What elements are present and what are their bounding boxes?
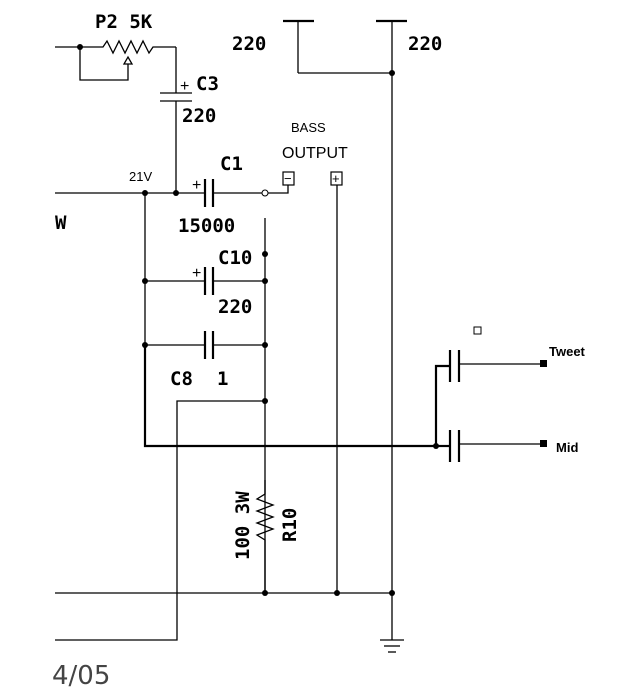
terminal-negative: −	[265, 171, 295, 194]
mid-label: Mid	[556, 440, 578, 455]
terminal-icon	[540, 360, 547, 367]
c1-plus-sign: +	[192, 177, 201, 194]
capacitor-c10	[142, 267, 268, 295]
ground-icon	[380, 639, 404, 653]
bass-label: BASS	[291, 120, 326, 135]
small-marker-square	[473, 326, 482, 335]
c10-value: 220	[218, 296, 252, 318]
negative-sign: −	[284, 171, 292, 186]
wiper-arrow-icon	[122, 55, 134, 65]
r10-label: R10	[279, 508, 301, 542]
w-fragment-label: W	[55, 212, 67, 234]
c8-label: C8	[170, 368, 193, 390]
supply-left-value: 220	[232, 33, 266, 55]
c10-label: C10	[218, 247, 252, 269]
c3-plus-sign: +	[180, 78, 189, 95]
potentiometer-p2	[55, 39, 176, 81]
resistor-icon	[255, 480, 275, 593]
resistor-r10	[255, 480, 275, 593]
positive-sign: +	[332, 171, 340, 186]
terminal-icon	[540, 440, 547, 447]
tweet-label: Tweet	[549, 344, 586, 359]
c3-label: C3	[196, 73, 219, 95]
c3-value: 220	[182, 105, 216, 127]
r10-value: 100 3W	[232, 491, 254, 560]
terminal-positive: +	[330, 171, 343, 593]
capacitor-mid	[433, 430, 547, 462]
voltage-label: 21V	[129, 169, 152, 184]
supply-rails	[283, 19, 407, 640]
c10-plus-sign: +	[192, 265, 201, 282]
capacitor-c8	[142, 331, 268, 359]
c8-value: 1	[217, 368, 228, 390]
supply-right-value: 220	[408, 33, 442, 55]
c1-label: C1	[220, 153, 243, 175]
p2-label: P2 5K	[95, 11, 153, 33]
resistor-icon	[80, 39, 176, 55]
output-label: OUTPUT	[282, 145, 348, 162]
capacitor-c3	[160, 47, 192, 193]
date-label: 4/05	[52, 661, 110, 691]
c1-value: 15000	[178, 215, 235, 237]
capacitor-c1	[55, 179, 269, 207]
capacitor-tweeter	[434, 350, 547, 446]
